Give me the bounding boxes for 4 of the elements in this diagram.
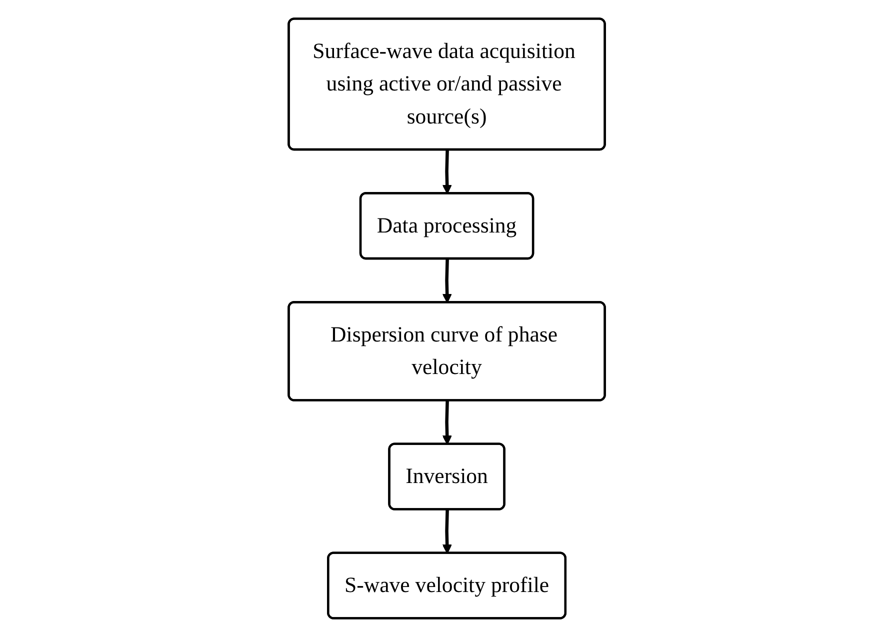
arrow: [442, 150, 452, 194]
arrow: [442, 400, 452, 445]
arrow: [442, 510, 452, 554]
arrow: [442, 259, 452, 304]
